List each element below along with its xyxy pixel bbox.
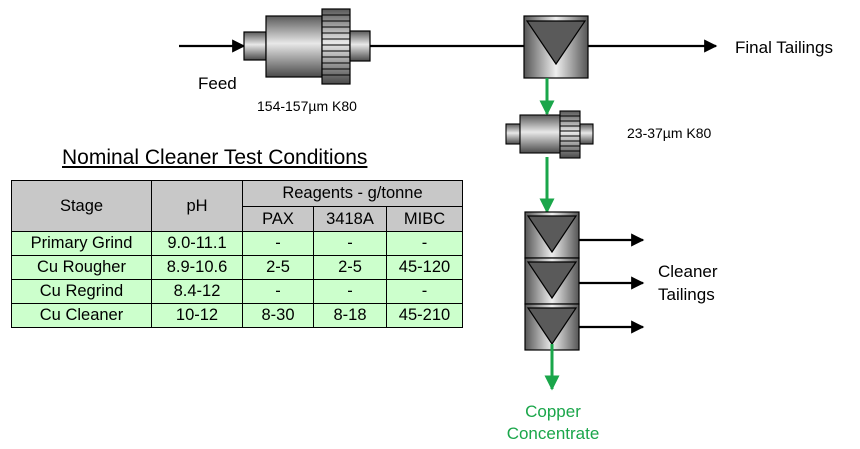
cell-stage: Cu Cleaner	[11, 303, 152, 328]
cell-3418a: 8-18	[313, 303, 387, 328]
primary-grind-mill	[243, 8, 371, 85]
cell-stage: Cu Regrind	[11, 279, 152, 304]
header-stage: Stage	[11, 180, 152, 232]
table-row: Cu Regrind 8.4-12 - - -	[11, 279, 463, 304]
header-pax: PAX	[242, 206, 314, 232]
header-reagents: Reagents - g/tonne	[242, 180, 463, 207]
cleaner-flotation-bank	[524, 211, 580, 351]
cleaner-tailings-label-line1: Cleaner	[658, 262, 718, 281]
cell-3418a: -	[313, 231, 387, 256]
header-ph: pH	[151, 180, 243, 232]
table-row: Cu Cleaner 10-12 8-30 8-18 45-210	[11, 303, 463, 328]
cell-ph: 8.4-12	[151, 279, 243, 304]
rougher-flotation-cell	[523, 15, 589, 79]
test-conditions-table: Stage pH Reagents - g/tonne PAX 3418A MI…	[11, 180, 463, 328]
cell-3418a: -	[313, 279, 387, 304]
cell-ph: 8.9-10.6	[151, 255, 243, 280]
copper-concentrate-label-line2: Concentrate	[506, 424, 600, 443]
cell-mibc: -	[386, 279, 463, 304]
cell-pax: -	[242, 231, 314, 256]
cell-mibc: 45-210	[386, 303, 463, 328]
header-3418a: 3418A	[313, 206, 387, 232]
cleaner-tailings-label-line2: Tailings	[658, 285, 715, 304]
cell-mibc: 45-120	[386, 255, 463, 280]
cell-ph: 9.0-11.1	[151, 231, 243, 256]
copper-concentrate-label-line1: Copper	[525, 402, 581, 421]
regrind-mill	[505, 110, 594, 159]
cell-pax: 2-5	[242, 255, 314, 280]
cell-stage: Primary Grind	[11, 231, 152, 256]
grind-size-label: 154-157µm K80	[257, 98, 357, 114]
cell-pax: -	[242, 279, 314, 304]
cell-ph: 10-12	[151, 303, 243, 328]
final-tailings-label: Final Tailings	[735, 38, 833, 57]
table-title: Nominal Cleaner Test Conditions	[62, 146, 368, 169]
cell-mibc: -	[386, 231, 463, 256]
cell-pax: 8-30	[242, 303, 314, 328]
regrind-size-label: 23-37µm K80	[627, 125, 712, 141]
table-row: Cu Rougher 8.9-10.6 2-5 2-5 45-120	[11, 255, 463, 280]
table-row: Primary Grind 9.0-11.1 - - -	[11, 231, 463, 256]
cell-3418a: 2-5	[313, 255, 387, 280]
cell-stage: Cu Rougher	[11, 255, 152, 280]
feed-label: Feed	[198, 74, 237, 93]
header-mibc: MIBC	[386, 206, 463, 232]
